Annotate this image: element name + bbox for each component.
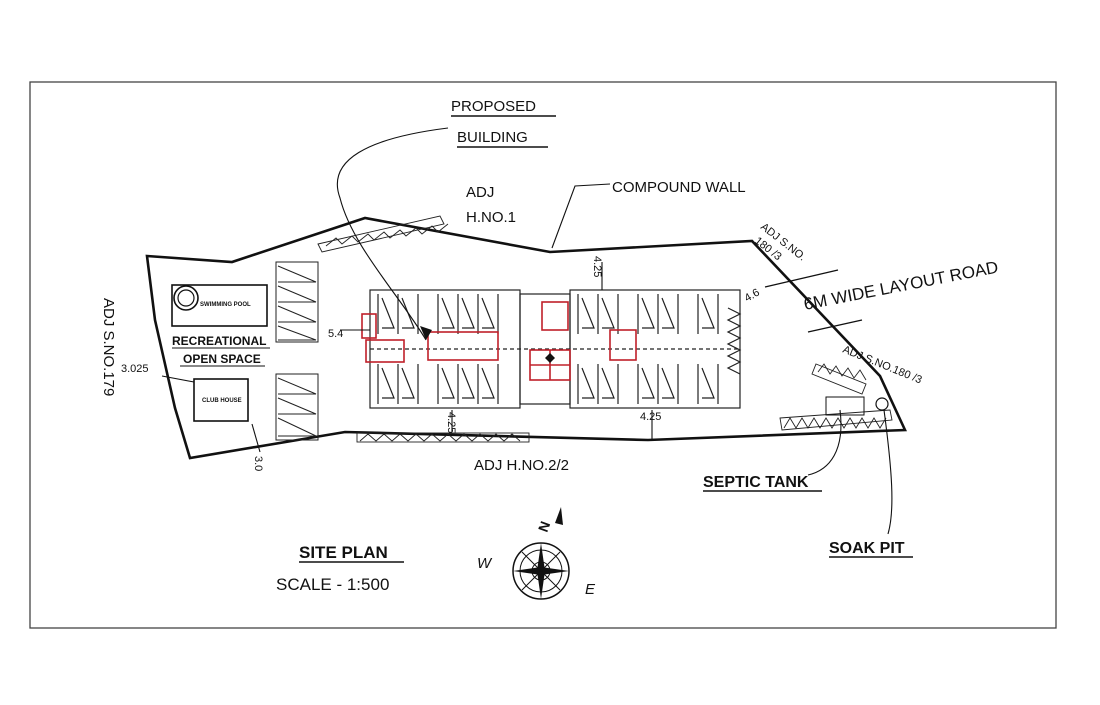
recreational-label-1: RECREATIONAL <box>172 334 266 348</box>
dim-4-25-bottom-right: 4.25 <box>640 411 661 423</box>
road-edge-bottom <box>807 319 863 333</box>
sheet-border <box>29 81 1057 629</box>
boundary-hatch-top <box>317 215 449 253</box>
compound-wall-label: COMPOUND WALL <box>612 179 746 196</box>
swimming-pool-outline <box>171 284 268 327</box>
scale-label: SCALE - 1:500 <box>276 575 389 594</box>
septic-tank-outline <box>825 396 865 416</box>
dim-3-0: 3.0 <box>252 456 264 471</box>
compass-west: W <box>477 555 493 572</box>
boundary-hatch-bottom <box>356 432 530 443</box>
building-footprint <box>369 289 742 409</box>
adj-sno179-label: ADJ S.NO.179 <box>100 298 117 396</box>
leader-lines <box>161 127 893 535</box>
dim-3-025: 3.025 <box>121 363 149 375</box>
adj-hno1-label-1: ADJ <box>466 184 494 201</box>
parking-bays-left-top <box>275 261 319 343</box>
dim-4-25-bottom-left: 4.25 <box>445 412 457 433</box>
boundary-hatch-right <box>779 363 893 431</box>
parking-bays-left-bottom <box>275 373 319 441</box>
adj-hno22-label: ADJ H.NO.2/2 <box>474 457 569 474</box>
soak-pit-circle <box>875 397 889 411</box>
site-plan-title: SITE PLAN <box>299 543 388 562</box>
compass-rose <box>512 507 570 600</box>
site-boundary <box>145 216 907 460</box>
soak-pit-label: SOAK PIT <box>829 540 905 557</box>
compass-east: E <box>585 581 596 598</box>
dim-4-25-top: 4.25 <box>591 256 603 277</box>
road-edge-top <box>764 269 839 288</box>
leader-arrowhead <box>420 326 432 340</box>
club-house-label: CLUB HOUSE <box>202 398 242 404</box>
swimming-pool-label: SWIMMING POOL <box>200 302 251 308</box>
septic-tank-label: SEPTIC TANK <box>703 474 809 491</box>
building-red-elements <box>361 301 637 381</box>
proposed-building-label-1: PROPOSED <box>451 98 536 115</box>
club-house-outline <box>193 378 249 422</box>
adj-hno1-label-2: H.NO.1 <box>466 209 516 226</box>
pool-circle-outer <box>173 285 199 311</box>
dim-4-6: 4.6 <box>743 287 762 305</box>
proposed-building-label-2: BUILDING <box>457 129 528 146</box>
stair-core-marker <box>545 353 555 363</box>
compass-north: N <box>535 519 553 534</box>
dim-5-4: 5.4 <box>328 328 343 340</box>
pool-circle-inner <box>177 289 195 307</box>
road-label: 6M WIDE LAYOUT ROAD <box>802 258 1000 314</box>
recreational-label-2: OPEN SPACE <box>183 352 261 366</box>
